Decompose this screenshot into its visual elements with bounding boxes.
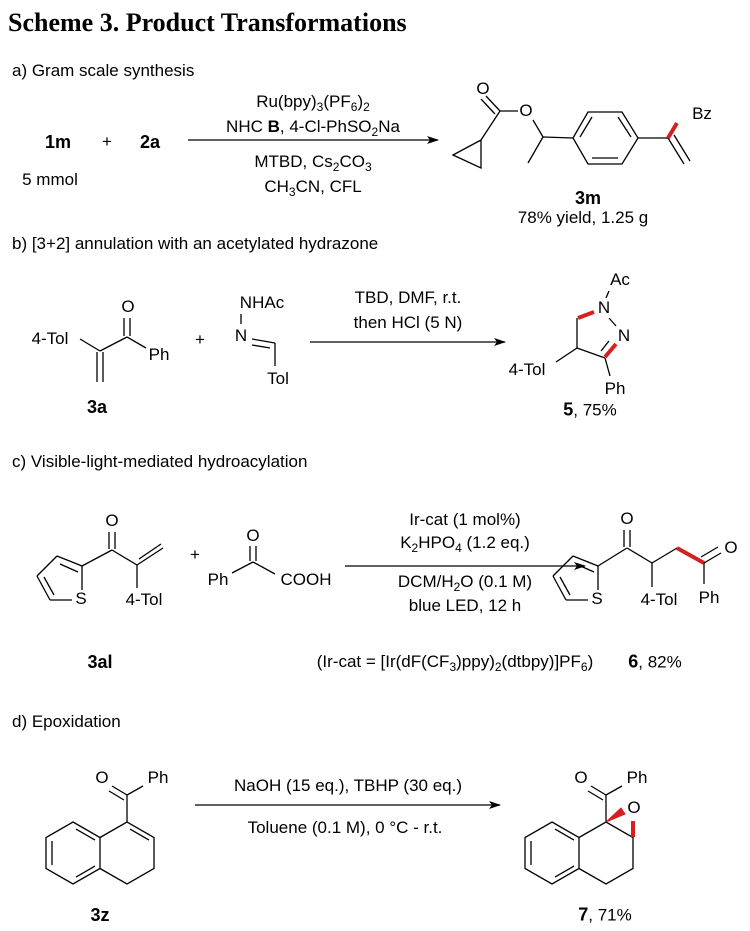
catalyst-text: Ru(bpy)3(PF6)2 bbox=[256, 92, 370, 114]
structure-hydrazone bbox=[240, 314, 276, 366]
plus-sign: + bbox=[195, 330, 205, 349]
atom-label: Ph bbox=[207, 570, 229, 589]
compound-label-3m: 3m bbox=[574, 188, 602, 208]
nhc-prefix: NHC bbox=[226, 117, 268, 136]
atom-label: COOH bbox=[280, 570, 332, 589]
condition-text: blue LED, 12 h bbox=[408, 596, 522, 615]
condition-text: K2HPO4 (1.2 eq.) bbox=[400, 533, 530, 555]
atom-label: NHAc bbox=[239, 293, 285, 312]
structure-3a bbox=[79, 318, 147, 382]
yield-text: , 75% bbox=[573, 400, 617, 420]
structure-phenylglyoxylic-acid bbox=[231, 546, 276, 575]
atom-label: O bbox=[724, 538, 738, 557]
section-c-label: c) Visible-light-mediated hydroacylation bbox=[12, 452, 308, 471]
atom-label: O bbox=[105, 511, 119, 530]
compound-label-2a: 2a bbox=[139, 132, 161, 152]
atom-label: 4-Tol bbox=[640, 590, 678, 609]
compound-label-7: 7 bbox=[578, 904, 589, 925]
structure-3z bbox=[45, 785, 155, 885]
structure-3al bbox=[36, 532, 164, 601]
nhc-text: NHC B, 4-Cl-PhSO2Na bbox=[226, 117, 400, 139]
yield-text: 78% yield, 1.25 g bbox=[517, 208, 649, 227]
section-d-label: d) Epoxidation bbox=[12, 712, 121, 731]
condition-text: Toluene (0.1 M), 0 °C - r.t. bbox=[247, 818, 443, 837]
atom-label: Bz bbox=[692, 104, 712, 123]
condition-text: NaOH (15 eq.), TBHP (30 eq.) bbox=[233, 776, 463, 795]
catalyst-note: (Ir-cat = [Ir(dF(CF3)ppy)2(dtbpy)]PF6) bbox=[316, 652, 594, 674]
yield-text: , 71% bbox=[588, 905, 632, 925]
nhc-label: B bbox=[267, 117, 280, 136]
atom-label: 4-Tol bbox=[31, 329, 69, 348]
solvent-text: CH3CN, CFL bbox=[264, 177, 362, 199]
section-a-label: a) Gram scale synthesis bbox=[12, 61, 195, 80]
condition-text: DCM/H2O (0.1 M) bbox=[397, 572, 533, 594]
scale-text: 5 mmol bbox=[22, 170, 78, 189]
condition-text: Ir-cat (1 mol%) bbox=[409, 510, 521, 529]
atom-label: O bbox=[627, 798, 641, 817]
scheme-title: Scheme 3. Product Transformations bbox=[8, 8, 407, 37]
compound-label-3al: 3al bbox=[87, 652, 113, 672]
base-text: MTBD, Cs2CO3 bbox=[254, 152, 372, 174]
atom-label: N bbox=[617, 326, 631, 345]
atom-label: O bbox=[620, 509, 634, 528]
atom-label: 4-Tol bbox=[508, 360, 546, 379]
atom-label: O bbox=[95, 768, 109, 787]
structure-3m bbox=[451, 95, 691, 170]
plus-sign: + bbox=[190, 545, 200, 564]
atom-label: N bbox=[597, 298, 611, 317]
atom-label: O bbox=[519, 101, 533, 120]
compound-label-3a: 3a bbox=[86, 397, 108, 417]
nhc-suffix: , 4-Cl-PhSO2Na bbox=[279, 117, 400, 139]
atom-label: O bbox=[476, 79, 490, 98]
structure-6 bbox=[552, 530, 722, 601]
atom-label: Tol bbox=[267, 369, 289, 388]
atom-label: Ph bbox=[626, 768, 648, 787]
atom-label: S bbox=[591, 589, 603, 608]
atom-label: Ph bbox=[604, 379, 626, 398]
atom-label: Ac bbox=[610, 270, 630, 289]
atom-label: N bbox=[234, 326, 248, 345]
compound-label-3z: 3z bbox=[90, 905, 110, 925]
atom-label: Ph bbox=[148, 345, 170, 364]
product-5-label: 5, 75% bbox=[563, 400, 617, 421]
product-6-label: 6, 82% bbox=[628, 652, 682, 673]
atom-label: Ph bbox=[147, 768, 169, 787]
yield-text: , 82% bbox=[638, 652, 682, 672]
atom-label: O bbox=[574, 768, 588, 787]
structure-7 bbox=[524, 785, 634, 885]
compound-label-6: 6 bbox=[628, 651, 639, 672]
atom-label: 4-Tol bbox=[125, 590, 163, 609]
condition-text: TBD, DMF, r.t. bbox=[354, 288, 462, 307]
compound-label-1m: 1m bbox=[44, 132, 72, 152]
product-7-label: 7, 71% bbox=[578, 905, 632, 926]
section-b-label: b) [3+2] annulation with an acetylated h… bbox=[12, 234, 379, 253]
condition-text: then HCl (5 N) bbox=[353, 313, 463, 332]
structure-5 bbox=[555, 290, 617, 377]
atom-label: O bbox=[246, 526, 260, 545]
new-bond-highlights bbox=[577, 121, 705, 837]
atom-label: O bbox=[121, 297, 135, 316]
compound-label-5: 5 bbox=[563, 399, 574, 420]
plus-sign: + bbox=[102, 132, 112, 151]
atom-label: Ph bbox=[698, 588, 720, 607]
atom-label: S bbox=[75, 589, 87, 608]
